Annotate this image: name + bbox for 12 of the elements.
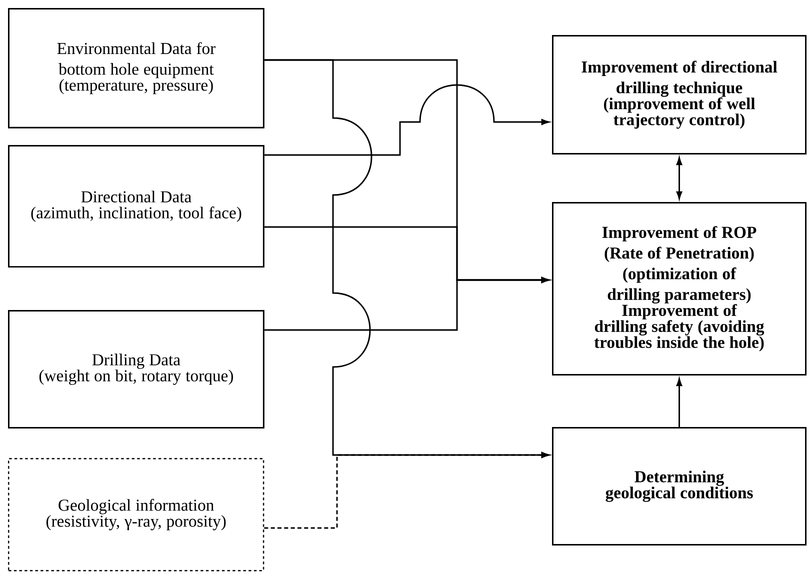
input-box: Directional Data (azimuth, inclination, tool face) (8, 145, 264, 268)
input-box: Geological information (resistivity, γ-ray, porosity) (8, 458, 264, 572)
input-box: Environmental Data for bottom hole equipment (temperature, pressure) (8, 8, 264, 128)
arrow (264, 59, 550, 458)
input-box: Drilling Data (weight on bit, rotary torque) (8, 310, 264, 429)
arrow (264, 277, 550, 331)
arrow (264, 84, 550, 156)
result-box: Improvement of directional drilling technique (improvement of well trajectory control) (552, 35, 807, 154)
arrow (676, 157, 682, 200)
result-box: Determining geological conditions (552, 427, 807, 546)
result-box: Improvement of ROP (Rate of Penetration) (optimization of drilling parameters) Improvement of drilling safety (avoiding troubles inside the hole) (552, 202, 807, 376)
arrow (676, 378, 682, 427)
